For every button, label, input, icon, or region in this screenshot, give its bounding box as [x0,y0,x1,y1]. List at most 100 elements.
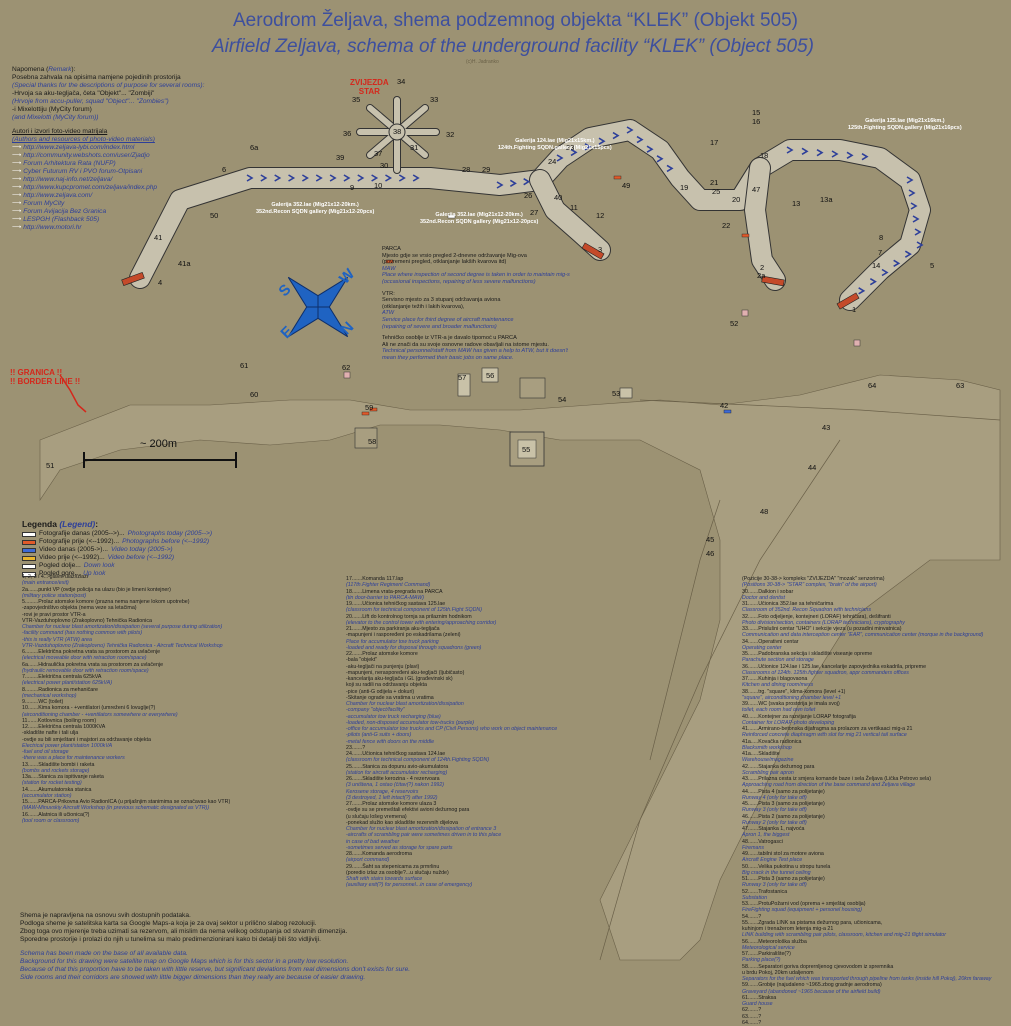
building-52 [741,309,749,317]
aircraft-marker [288,174,296,182]
aircraft-marker [556,154,564,162]
legend-item: Pogled dolje...Down look [22,562,222,570]
description-line: 41a.....Skladište [742,751,780,757]
description-line: -kancelarija aku-tegljača i GL (građevin… [346,676,453,682]
description-line-en: -accumulator tow truck recharging (blue) [346,713,441,720]
description-line: 34.......Operativni centar [742,638,799,645]
description-line-en: Place for accumulator tow truck parking [346,638,439,645]
aircraft-marker [881,268,889,277]
room-number: 15 [752,108,760,117]
aircraft-marker [496,181,504,189]
aircraft-marker [893,259,901,268]
legend-items: Fotografije danas (2005-->)...Photograph… [22,530,222,578]
description-line-en: (3 uništena, 1 ostao (čitav(?) nakon 199… [346,782,445,789]
description-line: (u slučaju lošeg vremena) [346,813,407,820]
compass [287,276,349,338]
description-line-en: (elevator to the control tower with ente… [346,619,497,626]
room-number: 41a [178,259,191,268]
legend-item: Fotografije danas (2005-->)...Photograph… [22,530,222,538]
description-line: 19.......Učionica tehničkog sastava 125.… [346,601,446,607]
description-line-en: (tin door-barrier to PARCA-MAW) [346,594,424,601]
parca-notes: PARCA Mjesto gdje se vrsio pregled 2-dne… [382,246,570,361]
runway-46 [649,499,721,761]
description-line: 9.........WC (toilet) [22,699,64,705]
description-line-en: (3 destroyed, 1 left intact(?) after 199… [346,794,438,801]
description-line-en: -loaded, non-disposed accumulator tow-tr… [346,719,475,726]
aircraft-marker [357,174,365,182]
description-line: 59.......Grobije (najudaleno ~1965.zbog … [742,982,882,989]
author-source: ⟶ http://www.motori.hr [12,224,82,231]
description-line: 57.......Parkiralište(?) [742,951,791,957]
room-number: 22 [722,221,730,230]
room-number: 2a [757,271,766,280]
scale-bar [83,452,237,468]
photo-marker [613,175,622,180]
description-line-en: Doctor and dentist [742,594,785,601]
description-line: 14.......Akumulatorska stanica [22,786,92,793]
description-line-en: Communication and data interception cent… [742,632,984,639]
room-number: 43 [822,423,830,432]
description-line-en: toilet, each room had own toilet [742,707,816,714]
room-number: 59 [365,403,373,412]
description-line: 20.......Lift do kontrolnog tornja sa pr… [346,613,472,620]
photo-marker [361,411,370,416]
legend: Legenda (Legend): Fotografije danas (200… [22,520,222,578]
aircraft-marker [816,148,824,157]
description-line-en: Runway 4 (only for take off) [742,794,807,801]
aircraft-marker [274,174,282,182]
description-line-en: (Positions 30-38-> "STAR" complex, "brai… [742,582,877,589]
description-line: u brdu Pokoj, 20km udaljenom [742,969,814,976]
room-number: 42 [720,401,728,410]
photo-marker [741,233,750,238]
taxiway-43 [639,399,1001,421]
aircraft-marker [509,179,517,188]
description-line-en: -metal fence with doors on the middle [346,738,435,745]
description-line-en: Meteorological service [742,944,795,951]
description-line: -mapunjeni, neraspoređeni aku-tegljači (… [346,669,465,676]
room-number: 46 [706,549,714,558]
room-number: 57 [458,373,466,382]
room-number: 25 [712,187,720,196]
author-source: ⟶ http://www.naj-info.net/zeljava/ [12,176,113,183]
description-line: 41.......Armirano-betonska dijafragma sa… [742,726,913,732]
author-source: ⟶ Forum MyCity [12,200,65,207]
description-line: 7.........Električna centrala 625kVA [22,674,102,680]
description-line: 12.......Električna centrala 1000KVA [22,724,106,730]
room-number: 52 [730,319,738,328]
room-number: 19 [680,183,688,192]
description-line-en: (mechanical workshop) [22,692,77,699]
room-number: 27 [530,208,538,217]
description-line-en: Shaft with stairs towards surface [346,876,423,882]
room-number: 5 [930,261,934,270]
room-number: 45 [706,535,714,544]
description-line: 22.......Prolaz atomske komore [346,651,418,657]
room-number: 24 [548,157,556,166]
room-number: 35 [352,95,360,104]
description-line-en: Graveyard (abandoned ~1965 because of th… [742,988,881,995]
description-line-en: -sometimes served as storage for spare p… [346,844,453,851]
description-line: 33.......Prislušni centar "UHO" i sekcij… [742,626,902,632]
author-source: ⟶ Forum Arhitektura Rata (NUFP) [12,160,116,167]
airfield-terrain [39,374,1001,961]
room-number: 13 [792,199,800,208]
description-line: 55.......Zgrada LINK sa pistama dežurnog… [742,919,883,926]
description-line: 56.......Meteorološka služba [742,938,807,945]
remark-line: (Special thanks for the descriptions of … [12,82,205,89]
description-line-en: Chamber for nuclear blast amortization/d… [346,826,497,832]
description-line: 36.......Učionice 124.lae i 125.lae, kan… [742,663,927,670]
description-line-en: (classroom for technical component of 12… [346,607,483,614]
description-line-en: FireFighting squad (equipment + personel… [742,907,862,914]
description-line-en: (electrical power plant/station 625kVA) [22,680,113,687]
legend-swatch [22,547,36,553]
author-source: ⟶ http://www.kupcpromet.com/zeljava/inde… [12,184,158,191]
description-line: 49.......tabilni stol za motore aviona [742,851,824,857]
author-credit: (c)H. Jadranko [466,59,499,65]
description-line-en: Warehouse/magazine [742,757,794,764]
room-number: 6a [250,143,259,152]
remark-line: (Hrvoje from accu-puller, squad "Object"… [12,98,169,105]
description-line-en: Kerosene storage, 4 reservoirs [346,788,419,795]
description-line-en: Classrooms of 124th. 125th.fighter squad… [742,669,909,676]
aircraft-marker [246,174,254,182]
room-number: 26 [524,191,532,200]
